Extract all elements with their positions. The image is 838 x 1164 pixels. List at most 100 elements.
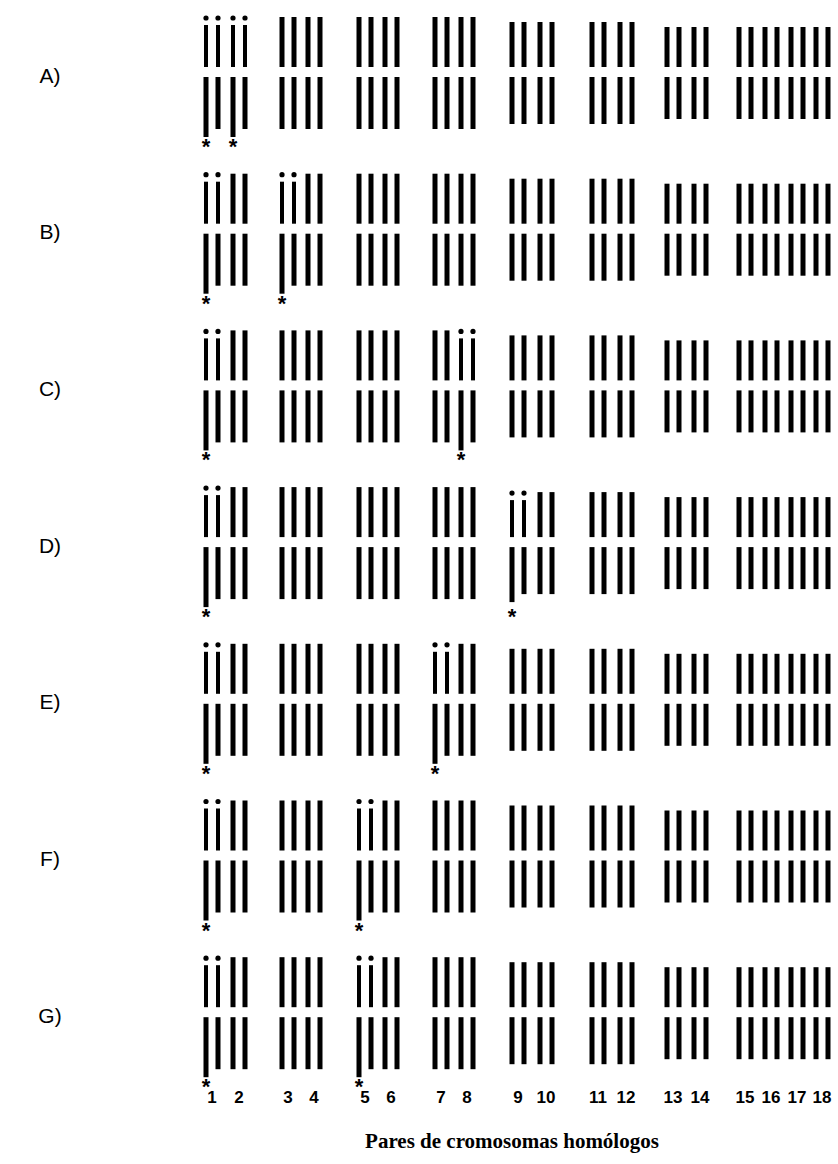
row-label: G) [38,1005,61,1026]
chromosome-long-arm [677,704,682,746]
chromosome-short-arm [280,957,285,1007]
chromosome-short-arm [433,652,437,694]
chromosome-long-arm [204,390,209,450]
chromosome-long-arm [216,704,221,756]
chromosome-long-arm [471,390,476,442]
chromosome-long-arm [395,704,400,756]
chromosome-long-arm [318,77,323,129]
chromosome-long-arm [383,390,388,442]
asterisk-mark: * [278,293,287,315]
chromosome-long-arm [763,390,768,432]
marker-dot [203,642,208,647]
chromosome-short-arm [692,27,697,67]
chromosome-short-arm [280,330,285,380]
chromosome-short-arm [814,184,819,224]
chromosome-short-arm [692,340,697,380]
chromosome-short-arm [775,811,780,851]
chromosome-long-arm [445,77,450,129]
chromosome-long-arm [704,547,709,589]
marker-dot [470,329,475,334]
pair-number: 5 [360,1089,369,1106]
chromosome-short-arm [292,801,297,851]
marker-dot [521,491,526,496]
chromosome-short-arm [763,811,768,851]
chromosome-short-arm [292,17,297,67]
chromosome-short-arm [737,340,742,380]
chromosome-short-arm [433,17,438,67]
asterisk-mark: * [202,763,211,785]
chromosome-long-arm [826,234,831,276]
chromosome-short-arm [590,806,595,851]
chromosome-short-arm [369,487,374,537]
chromosome-short-arm [538,335,543,380]
chromosome-short-arm [826,811,831,851]
chromosome-long-arm [789,861,794,903]
chromosome-long-arm [763,234,768,276]
chromosome-long-arm [292,390,297,442]
chromosome-long-arm [243,704,248,756]
marker-dot [203,15,208,20]
chromosome-short-arm [789,811,794,851]
marker-dot [356,799,361,804]
chromosome-short-arm [749,967,754,1007]
chromosome-long-arm [292,704,297,756]
chromosome-short-arm [550,492,555,537]
chromosome-short-arm [737,184,742,224]
chromosome-short-arm [445,801,450,851]
chromosome-short-arm [665,811,670,851]
chromosome-short-arm [630,962,635,1007]
chromosome-short-arm [357,965,361,1007]
chromosome-short-arm [445,174,450,224]
marker-dot [368,799,373,804]
chromosome-long-arm [801,704,806,746]
chromosome-long-arm [677,234,682,276]
chromosome-long-arm [775,390,780,432]
chromosome-short-arm [243,801,248,851]
chromosome-short-arm [737,967,742,1007]
chromosome-long-arm [630,77,635,124]
chromosome-short-arm [665,184,670,224]
chromosome-short-arm [665,340,670,380]
chromosome-long-arm [789,547,794,589]
chromosome-short-arm [826,27,831,67]
chromosome-long-arm [618,1017,623,1064]
chromosome-short-arm [826,340,831,380]
chromosome-long-arm [357,547,362,599]
chromosome-long-arm [737,1017,742,1059]
chromosome-long-arm [510,547,515,602]
chromosome-long-arm [677,390,682,432]
chromosome-long-arm [280,234,285,294]
chromosome-long-arm [459,547,464,599]
chromosome-long-arm [369,704,374,756]
chromosome-short-arm [231,957,236,1007]
chromosome-short-arm [704,654,709,694]
chromosome-short-arm [538,22,543,67]
chromosome-long-arm [538,390,543,437]
figure-caption: Pares de cromosomas homólogos [365,1131,659,1152]
chromosome-short-arm [357,17,362,67]
chromosome-long-arm [306,547,311,599]
chromosome-short-arm [550,22,555,67]
chromosome-long-arm [749,234,754,276]
chromosome-long-arm [692,390,697,432]
chromosome-short-arm [383,174,388,224]
chromosome-short-arm [510,806,515,851]
chromosome-short-arm [618,22,623,67]
chromosome-short-arm [814,497,819,537]
chromosome-short-arm [306,487,311,537]
chromosome-long-arm [538,1017,543,1064]
chromosome-long-arm [280,547,285,599]
chromosome-long-arm [216,1017,221,1069]
chromosome-short-arm [630,806,635,851]
chromosome-long-arm [318,1017,323,1069]
chromosome-long-arm [692,704,697,746]
chromosome-short-arm [318,17,323,67]
chromosome-long-arm [665,704,670,746]
chromosome-long-arm [510,390,515,437]
chromosome-short-arm [763,654,768,694]
chromosome-short-arm [677,654,682,694]
asterisk-mark: * [202,606,211,628]
chromosome-short-arm [357,487,362,537]
chromosome-long-arm [231,547,236,599]
